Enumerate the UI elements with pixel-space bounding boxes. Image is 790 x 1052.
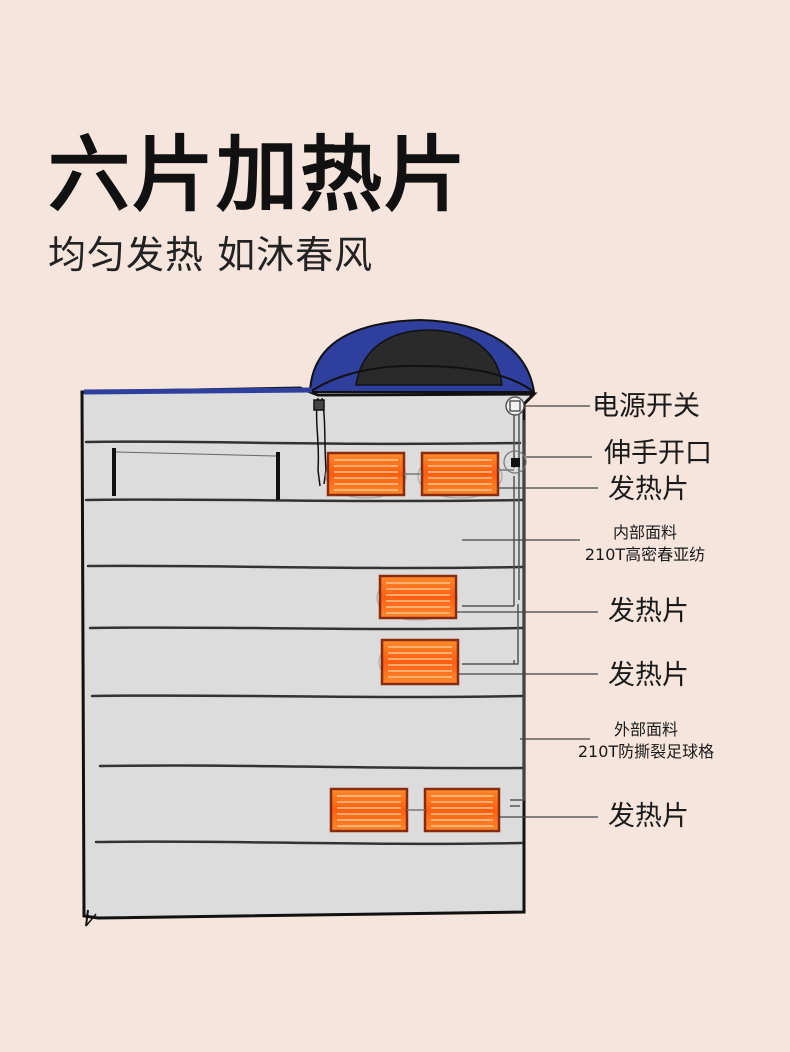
- hand-opening-icon: [503, 450, 527, 474]
- quilting-seams: [84, 440, 524, 846]
- page-subtitle: 均匀发热 如沐春风: [48, 233, 374, 277]
- callout-inner-fabric: 内部面料 210T高密春亚纺: [570, 522, 720, 565]
- power-switch-icon: [505, 396, 525, 416]
- callout-heater-4: 发热片: [608, 801, 689, 832]
- page-title: 六片加热片: [48, 128, 469, 223]
- hand-opening-slits: [112, 448, 280, 500]
- hood: [308, 318, 536, 393]
- callout-hand-opening: 伸手开口: [604, 438, 712, 469]
- inner-fabric-title: 内部面料: [612, 523, 677, 542]
- callout-heater-1: 发热片: [608, 474, 689, 505]
- outer-fabric-title: 外部面料: [613, 720, 678, 739]
- outer-fabric-desc: 210T防撕裂足球格: [577, 741, 715, 761]
- callout-heater-3: 发热片: [608, 660, 689, 691]
- callout-power-switch: 电源开关: [592, 391, 700, 422]
- callout-outer-fabric: 外部面料 210T防撕裂足球格: [566, 719, 726, 762]
- drawstring: [313, 397, 327, 487]
- leader-lines: [456, 405, 598, 818]
- inner-fabric-desc: 210T高密春亚纺: [584, 544, 706, 564]
- callout-heater-2: 发热片: [608, 596, 689, 627]
- heater-wire-stripes: [334, 459, 493, 827]
